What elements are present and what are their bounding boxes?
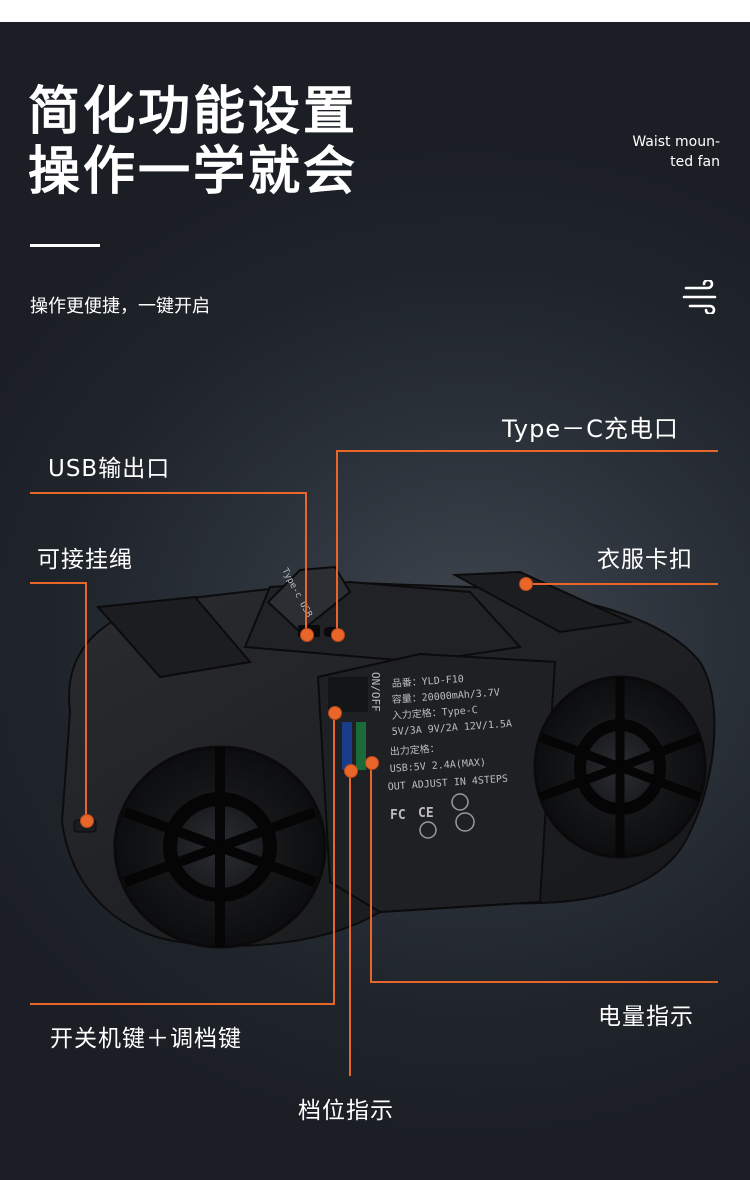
port-flap [266,565,352,634]
clip-label: 衣服卡扣 [597,547,693,573]
usb-leader-v [305,492,307,634]
battery-leader-v [370,762,372,982]
type-c-leader-v [336,450,338,634]
type-c-marker [331,628,345,642]
right-fan-grill [533,675,707,859]
usb-marker [300,628,314,642]
headline: 简化功能设置 操作一学就会 [28,82,358,202]
label-panel [316,652,557,914]
usb-label: USB输出口 [48,456,171,482]
left-fan-grill [113,745,327,949]
recycle-icon [455,812,475,832]
headline-line-1: 简化功能设置 [28,82,359,142]
gear-led-bar [342,722,352,770]
clip-marker [519,577,533,591]
product-tag: Waist moun- ted fan [610,132,720,172]
headline-line-2: 操作一学就会 [28,142,359,202]
waist-fan-device: ON/OFF 品番：YLD-F10 容量：20000mAh/3.7V 入力定格：… [60,565,716,949]
lanyard-marker [80,814,94,828]
tag-line-1: Waist moun- [632,134,720,150]
power-marker [328,706,342,720]
lanyard-leader-v [85,582,87,820]
type-c-label: Type－C充电口 [502,415,679,443]
power-label: 开关机键＋调档键 [50,1026,242,1052]
wind-icon [682,280,717,314]
gear-marker [344,764,358,778]
weee-icon [419,821,437,839]
battery-leader-h [370,981,718,983]
label-onoff: ON/OFF [369,672,382,712]
subtitle: 操作更便捷，一键开启 [30,296,210,317]
label-cert-ce: CE [418,806,434,821]
power-leader-h [30,1003,335,1005]
clip-leader-h [524,583,718,585]
gear-label: 档位指示 [298,1098,394,1124]
gear-leader-v [349,770,351,1076]
label-cert-fc: FC [390,808,406,823]
label-model: 品番：YLD-F10 [391,673,464,690]
battery-marker [365,756,379,770]
lanyard-label: 可接挂绳 [37,547,133,573]
power-leader-v [333,712,335,1004]
battery-label: 电量指示 [598,1004,694,1030]
usb-leader-h [30,492,306,494]
right-clip [451,570,634,634]
type-c-leader-h [336,450,718,452]
battery-led-bar [356,722,366,770]
label-output-title: 出力定格： [389,742,440,758]
left-clip [95,595,252,679]
headline-divider [30,244,100,247]
lanyard-leader-h [30,582,86,584]
pse-icon [451,793,469,811]
tag-line-2: ted fan [670,154,720,170]
product-panel: 简化功能设置 操作一学就会 操作更便捷，一键开启 Waist moun- ted… [0,22,750,1180]
